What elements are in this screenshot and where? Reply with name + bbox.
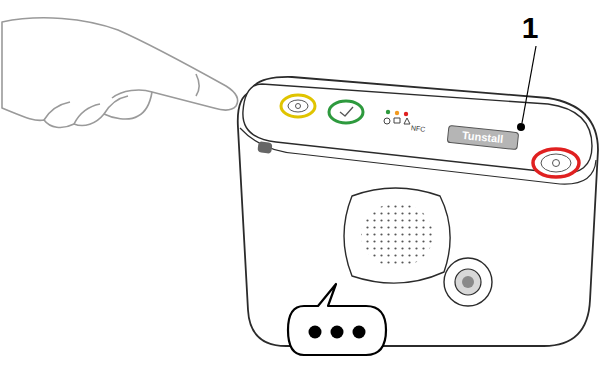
sound-bubble bbox=[288, 284, 386, 355]
callout-number: 1 bbox=[522, 13, 539, 43]
pointing-hand bbox=[2, 18, 238, 128]
nfc-mark: NFC bbox=[410, 124, 425, 132]
alarm-unit bbox=[238, 46, 598, 346]
